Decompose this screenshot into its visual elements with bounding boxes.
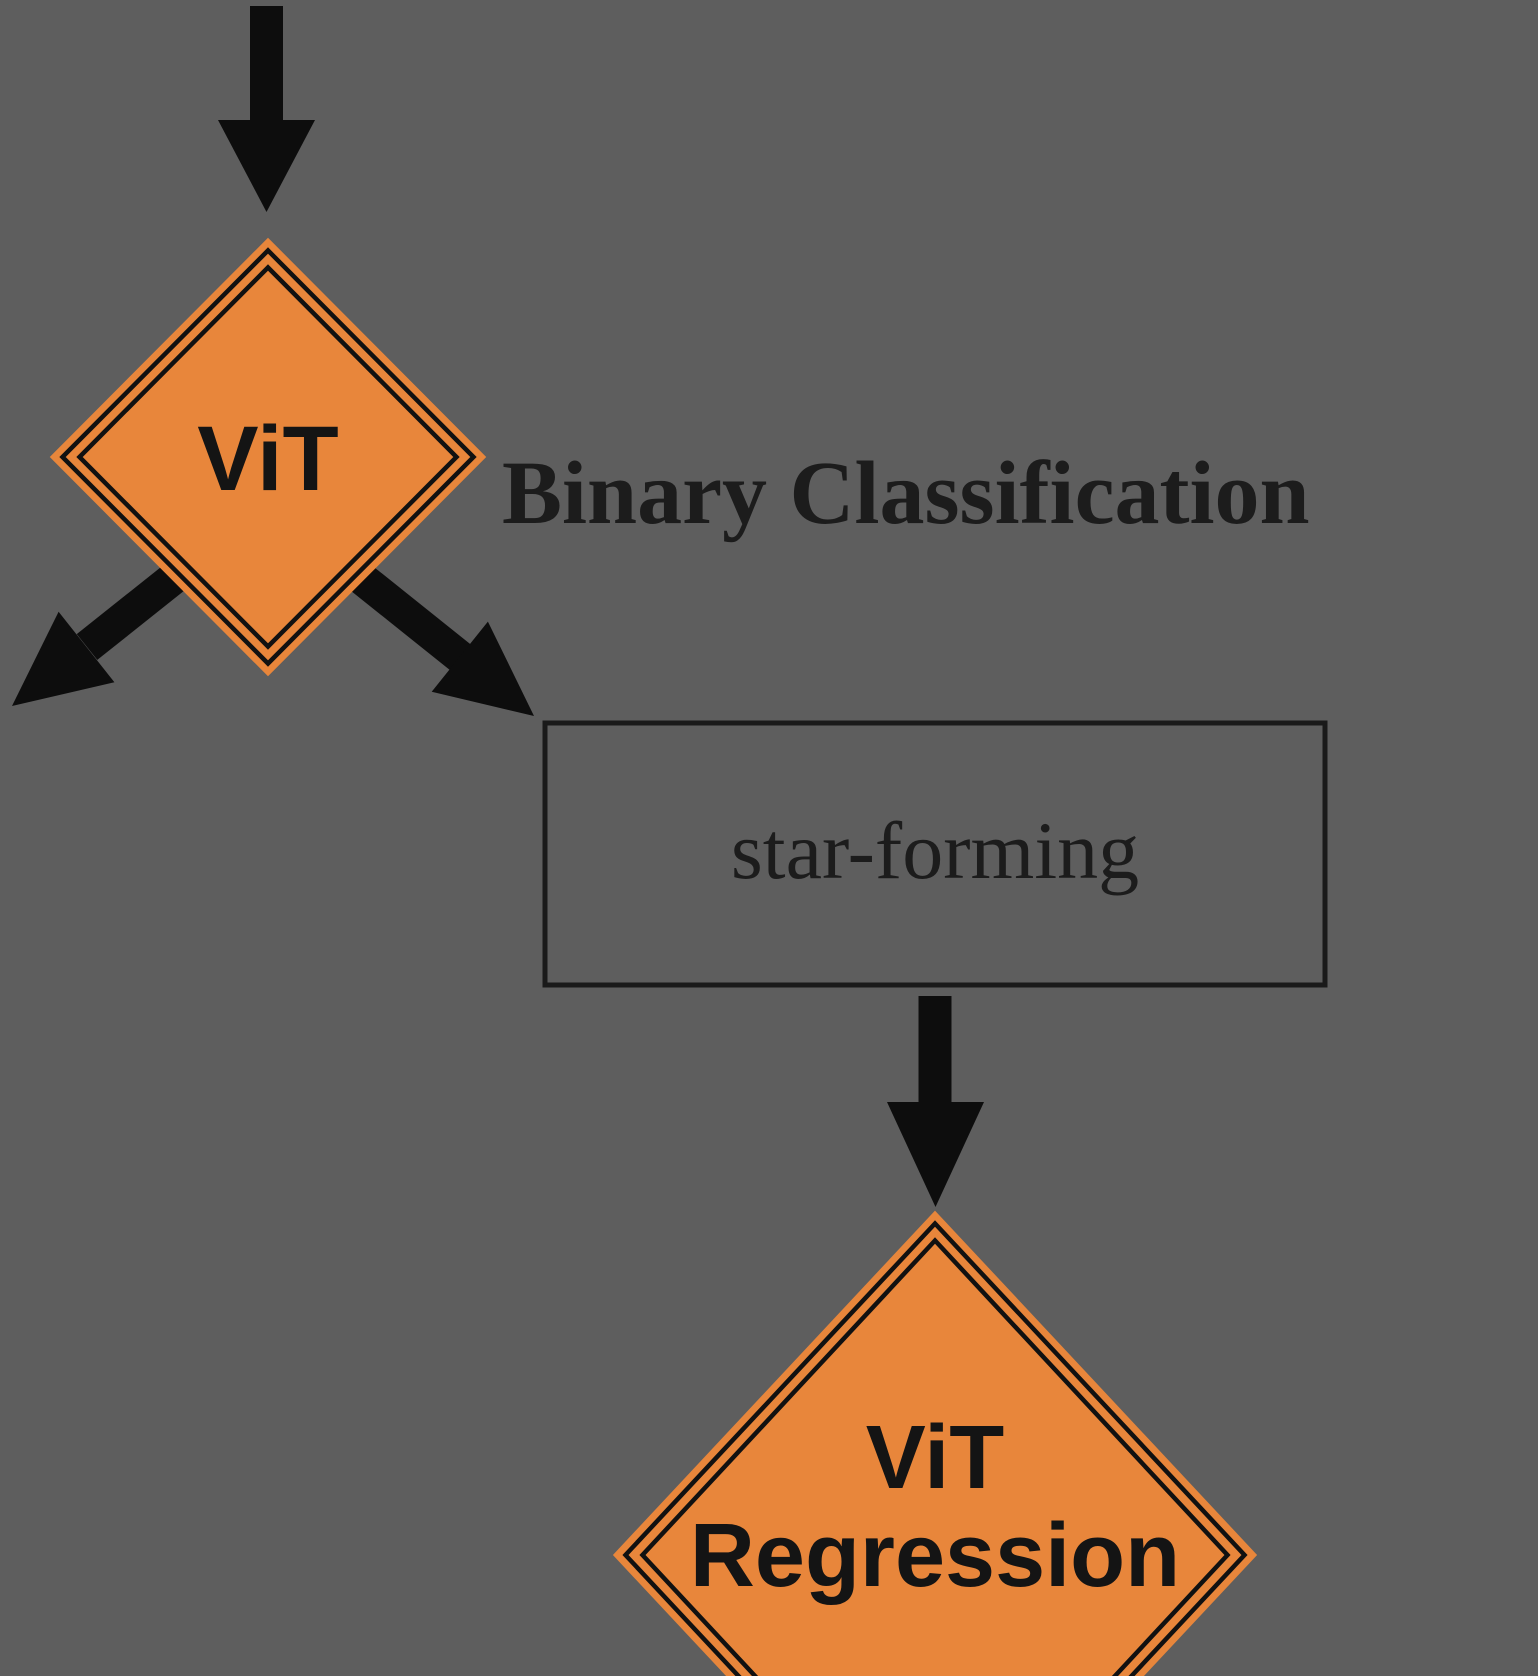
star-forming-box: star-forming: [542, 720, 1328, 988]
star-forming-box-outline: [542, 720, 1328, 988]
vit-regression-node: ViT Regression: [612, 1210, 1258, 1676]
vit-classifier-diamond: [49, 237, 487, 677]
binary-classification-label: Binary Classification: [502, 444, 1310, 543]
vit-regression-label-line2: Regression: [690, 1506, 1180, 1606]
vit-regression-diamond-border: [622, 1220, 1248, 1676]
input-arrow-head: [218, 120, 315, 212]
vit-classifier-diamond-border: [59, 247, 477, 667]
vit-classifier-diamond-inner-border: [76, 264, 460, 650]
right-branch-arrow-head: [431, 621, 534, 716]
vit-regression-diamond: [612, 1210, 1258, 1676]
vit-classifier-label: ViT: [197, 408, 338, 510]
right-branch-arrow-shaft: [334, 552, 471, 670]
regression-arrow: [887, 996, 984, 1207]
right-branch-arrow: [334, 552, 534, 716]
input-arrow: [218, 6, 315, 212]
left-branch-arrow: [12, 552, 201, 706]
vit-classifier-node: ViT: [49, 237, 487, 677]
input-arrow-shaft: [250, 6, 283, 124]
vit-regression-diamond-inner-border: [639, 1237, 1231, 1676]
regression-arrow-shaft: [918, 996, 952, 1106]
regression-arrow-head: [887, 1102, 984, 1207]
left-branch-arrow-head: [12, 611, 115, 706]
star-forming-label: star-forming: [731, 805, 1139, 896]
vit-regression-label-line1: ViT: [866, 1408, 1004, 1508]
